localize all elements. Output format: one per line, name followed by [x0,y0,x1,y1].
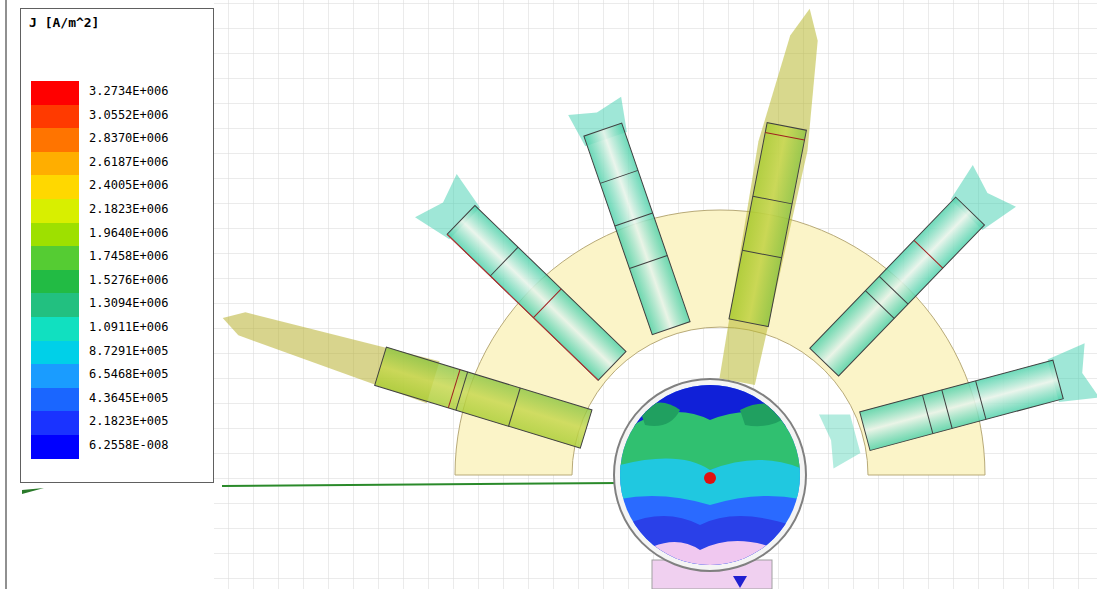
legend-value: 1.5276E+006 [89,273,168,287]
color-swatch [31,435,79,459]
color-swatch [31,341,79,365]
legend-value: 2.8370E+006 [89,131,168,145]
legend-value: 2.6187E+006 [89,155,168,169]
color-swatch [31,128,79,152]
color-swatch [31,317,79,341]
color-swatch [31,152,79,176]
legend-value: 2.4005E+006 [89,178,168,192]
legend-value: 1.0911E+006 [89,320,168,334]
legend-value: 6.5468E+005 [89,367,168,381]
color-swatch [31,246,79,270]
legend-value: 6.2558E-008 [89,438,168,452]
legend-value: 8.7291E+005 [89,344,168,358]
legend-panel: J [A/m^2] 3.2734E+006 3.0552E+006 2.8370E+0… [20,8,214,483]
legend-value: 1.9640E+006 [89,226,168,240]
color-swatch [31,223,79,247]
color-swatch [31,199,79,223]
color-swatch [31,105,79,129]
color-swatch [31,270,79,294]
legend-value: 3.2734E+006 [89,84,168,98]
legend-value: 1.3094E+006 [89,296,168,310]
legend-value: 1.7458E+006 [89,249,168,263]
legend-value: 4.3645E+005 [89,391,168,405]
color-swatch [31,81,79,105]
color-swatch [31,293,79,317]
legend-title: J [A/m^2] [29,15,99,30]
color-swatch [31,364,79,388]
color-swatch [31,411,79,435]
color-swatch [31,175,79,199]
legend-value: 3.0552E+006 [89,108,168,122]
color-swatch [31,388,79,412]
legend-value: 2.1823E+006 [89,202,168,216]
legend-value: 2.1823E+005 [89,414,168,428]
